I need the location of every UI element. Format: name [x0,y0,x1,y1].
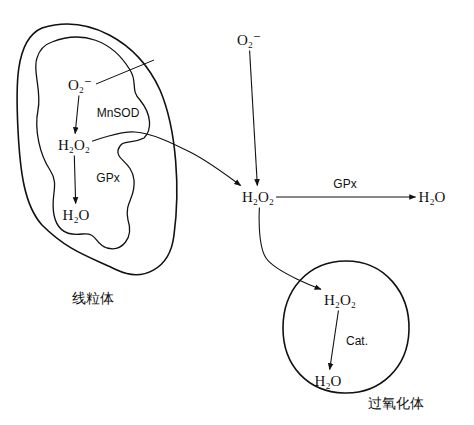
reaction-arrow [92,132,241,186]
chemical-species: H₂O₂ [324,292,356,309]
reaction-arrow [276,196,415,197]
mitochondrion-outline [12,20,180,282]
chemical-species: H₂O [419,189,446,206]
enzyme-label: GPx [95,171,120,185]
formula-text: H₂O [419,189,446,206]
chemical-species: O₂⁻ [68,77,92,94]
region-label: 过氧化体 [368,395,424,412]
chemical-species: O₂⁻ [237,32,261,49]
formula-text: O₂⁻ [68,77,92,94]
chemical-species: H₂O [63,207,90,224]
mitochondrion: O₂⁻H₂O₂H₂O线粒体 [12,20,180,282]
chemical-species: H₂O₂ [242,189,274,206]
enzyme-label: GPx [332,177,357,191]
outer-membrane [17,24,177,274]
reaction-arrow [250,51,258,186]
peroxisome-outline [280,258,412,396]
chemical-species: H₂O₂ [58,137,90,154]
formula-text: H₂O [315,373,342,390]
leader-line [96,60,154,84]
enzyme-label: Cat. [345,334,369,348]
reaction-arrow [74,156,75,204]
reaction-arrow [259,208,321,290]
region-label: 线粒体 [72,290,114,307]
outer-membrane [283,261,409,393]
formula-text: H₂O₂ [58,137,90,154]
enzyme-label: MnSOD [96,106,141,120]
reaction-arrow [330,311,339,370]
formula-text: O₂⁻ [237,32,261,49]
chemical-species: H₂O [315,373,342,390]
formula-text: H₂O [63,207,90,224]
formula-text: H₂O₂ [242,189,274,206]
formula-text: H₂O₂ [324,292,356,309]
peroxisome: H₂O₂H₂O过氧化体 [280,258,412,396]
reaction-arrow [75,96,79,134]
